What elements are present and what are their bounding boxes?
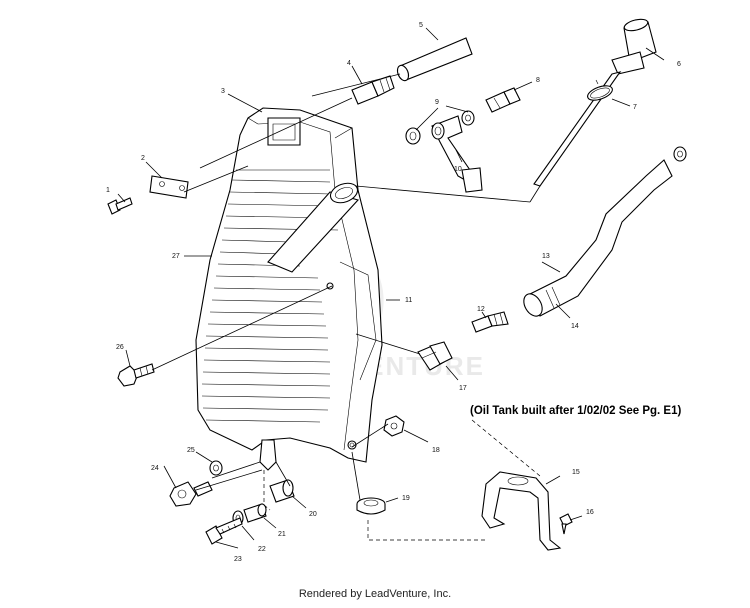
hose-13[interactable]: [520, 159, 673, 319]
callout-7: 7: [633, 104, 637, 111]
callout-13: 13: [542, 253, 550, 260]
spacer-20[interactable]: [269, 479, 295, 503]
callout-10: 10: [454, 166, 462, 173]
bolt-23[interactable]: [205, 517, 243, 545]
bolt-26[interactable]: [117, 363, 155, 387]
callout-11: 11: [405, 297, 412, 304]
fitting-8[interactable]: [485, 87, 521, 113]
callout-21: 21: [278, 531, 286, 538]
screw-16[interactable]: [559, 513, 573, 535]
callout-14: 14: [571, 323, 579, 330]
callout-25: 25: [187, 447, 195, 454]
callout-20: 20: [309, 511, 317, 518]
bracket-2[interactable]: [149, 175, 189, 199]
callout-2: 2: [141, 155, 145, 162]
revision-note: (Oil Tank built after 1/02/02 See Pg. E1…: [470, 405, 681, 417]
elbow-10[interactable]: [431, 115, 483, 193]
screw-1[interactable]: [107, 197, 133, 215]
nut-18[interactable]: [383, 415, 405, 437]
bolt-24[interactable]: [169, 481, 213, 507]
leader-lines: [117, 27, 665, 549]
washer-25[interactable]: [209, 460, 223, 476]
bracket-15[interactable]: [481, 471, 562, 551]
callout-15: 15: [572, 469, 580, 476]
callout-24: 24: [151, 465, 159, 472]
fitting-4[interactable]: [351, 75, 395, 105]
callout-4: 4: [347, 60, 351, 67]
callout-1: 1: [106, 187, 110, 194]
callout-8: 8: [536, 77, 540, 84]
dashed-guides: [263, 419, 541, 541]
fitting-12[interactable]: [471, 311, 509, 333]
o-ring-7[interactable]: [586, 83, 615, 103]
callout-27: 27: [172, 253, 180, 260]
washers-9[interactable]: [405, 110, 475, 145]
callout-23: 23: [234, 556, 242, 563]
callout-19: 19: [402, 495, 410, 502]
callout-16: 16: [586, 509, 594, 516]
callout-6: 6: [677, 61, 681, 68]
callout-9: 9: [435, 99, 439, 106]
oil-tank[interactable]: [195, 107, 383, 471]
callouts: 1 2 3 4 5 6 7 8 9 10 11 12 13 14 15 16 1…: [106, 22, 681, 563]
cap-dipstick-6[interactable]: [533, 17, 657, 187]
callout-22: 22: [258, 546, 266, 553]
callout-18: 18: [432, 447, 440, 454]
callout-5: 5: [419, 22, 423, 29]
callout-17: 17: [459, 385, 467, 392]
callout-3: 3: [221, 88, 225, 95]
footer-credit: Rendered by LeadVenture, Inc.: [298, 588, 452, 600]
callout-12: 12: [477, 306, 485, 313]
fitting-17[interactable]: [417, 341, 453, 371]
hose-5[interactable]: [395, 37, 473, 82]
callout-26: 26: [116, 344, 124, 351]
washer-upper-right[interactable]: [673, 146, 687, 162]
spacer-21[interactable]: [243, 503, 267, 523]
grommet-19[interactable]: [356, 497, 386, 515]
